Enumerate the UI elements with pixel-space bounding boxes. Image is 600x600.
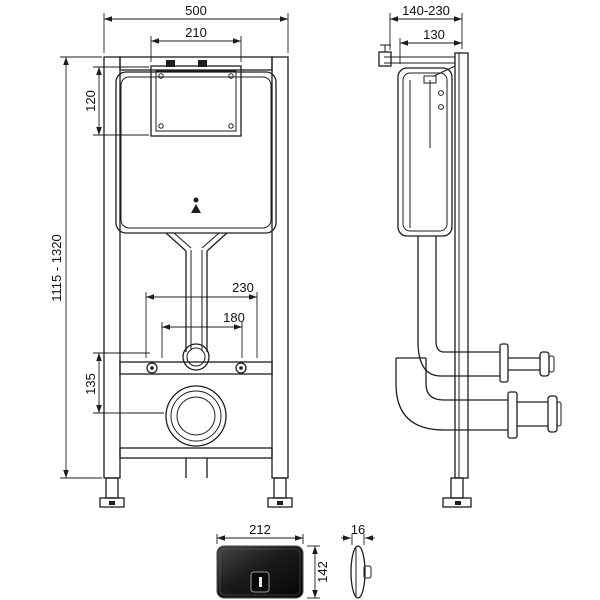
- waste-connector-flange: [507, 391, 518, 439]
- dim-plate-height-label: 142: [315, 561, 330, 583]
- waste-outlet-front: [165, 385, 227, 447]
- front-left-foot: [99, 477, 125, 508]
- fixing-bolt-right-dot: [239, 366, 243, 370]
- dim-fixing-inner: 180: [161, 310, 245, 358]
- dim-fixing-outer-label: 230: [232, 280, 254, 295]
- dim-mounting-depth-label: 140-230: [402, 3, 450, 18]
- cistern-outline: [115, 71, 277, 234]
- access-bolt: [228, 73, 234, 79]
- cistern-side-inner: [402, 72, 448, 232]
- fixing-bolt-left: [146, 362, 158, 374]
- dim-window-height: 120: [83, 66, 149, 136]
- pipe-connector-inner: [186, 347, 206, 367]
- access-bolt: [158, 73, 164, 79]
- access-window-inner: [155, 70, 237, 132]
- flush-plate-front: 212 142: [216, 522, 330, 599]
- flush-connector-flange: [499, 343, 509, 383]
- flush-plate-bevel: [219, 548, 301, 596]
- dim-fixing-outer: 230: [145, 280, 258, 358]
- access-bolt: [158, 123, 164, 129]
- front-lower-crossbar: [119, 447, 273, 459]
- cistern-side-outline: [397, 67, 453, 237]
- top-brace: [433, 65, 456, 77]
- front-view: [99, 56, 293, 508]
- dim-frame-height-label: 1115 - 1320: [49, 234, 64, 301]
- top-tab: [198, 60, 207, 67]
- fixing-bolt-left-dot: [150, 366, 154, 370]
- dim-overall-width-label: 500: [185, 3, 207, 18]
- front-fixing-crossbar: [119, 361, 273, 375]
- cistern-inner-outline: [120, 76, 272, 229]
- dim-outlet-offset: 135: [83, 352, 164, 414]
- dim-frame-depth-label: 130: [423, 27, 445, 42]
- side-view: [378, 44, 562, 508]
- flush-button-mark: [259, 577, 262, 587]
- dim-frame-height: 1115 - 1320: [49, 56, 102, 479]
- flush-pipe-side: [417, 236, 555, 383]
- water-supply: [378, 44, 455, 67]
- access-bolt: [228, 123, 234, 129]
- plate-mount-stub: [363, 565, 372, 579]
- dim-plate-depth-label: 16: [351, 522, 365, 537]
- front-right-rail: [271, 56, 289, 479]
- front-left-rail: [103, 56, 121, 479]
- side-dimensions: 140-230 130: [389, 3, 463, 64]
- pipe-connector-circle: [182, 343, 210, 371]
- cistern-mechanism: [409, 75, 444, 228]
- dim-plate-depth: 16: [341, 522, 375, 545]
- flush-plate-side: 16: [341, 522, 375, 599]
- dim-plate-width-label: 212: [249, 522, 271, 537]
- dim-window-width-label: 210: [185, 25, 207, 40]
- top-tab: [166, 60, 175, 67]
- dim-outlet-offset-label: 135: [83, 373, 98, 395]
- dim-fixing-inner-label: 180: [223, 310, 245, 325]
- front-top-crossbar: [119, 56, 273, 71]
- flush-connector-cap: [539, 351, 550, 377]
- dim-frame-depth: 130: [399, 27, 462, 64]
- plate-profile: [350, 545, 366, 599]
- dim-window-width: 210: [150, 25, 242, 62]
- waste-pipe-side: [395, 357, 562, 439]
- dim-window-height-label: 120: [83, 90, 98, 112]
- flush-pipe-front: [165, 232, 228, 352]
- fixing-bolt-right: [235, 362, 247, 374]
- dim-plate-width: 212: [216, 522, 304, 544]
- front-right-foot: [267, 477, 293, 508]
- dim-mounting-depth: 140-230: [389, 3, 463, 50]
- side-foot: [442, 477, 472, 508]
- brand-mark: [191, 197, 201, 213]
- access-window-outer: [150, 65, 242, 137]
- dim-overall-width: 500: [103, 3, 289, 53]
- side-rail: [454, 52, 469, 479]
- dim-plate-height: 142: [307, 545, 330, 599]
- front-dimensions: 500 210 120 1115 - 1320 230: [49, 3, 289, 479]
- waste-connector-cap: [547, 395, 558, 433]
